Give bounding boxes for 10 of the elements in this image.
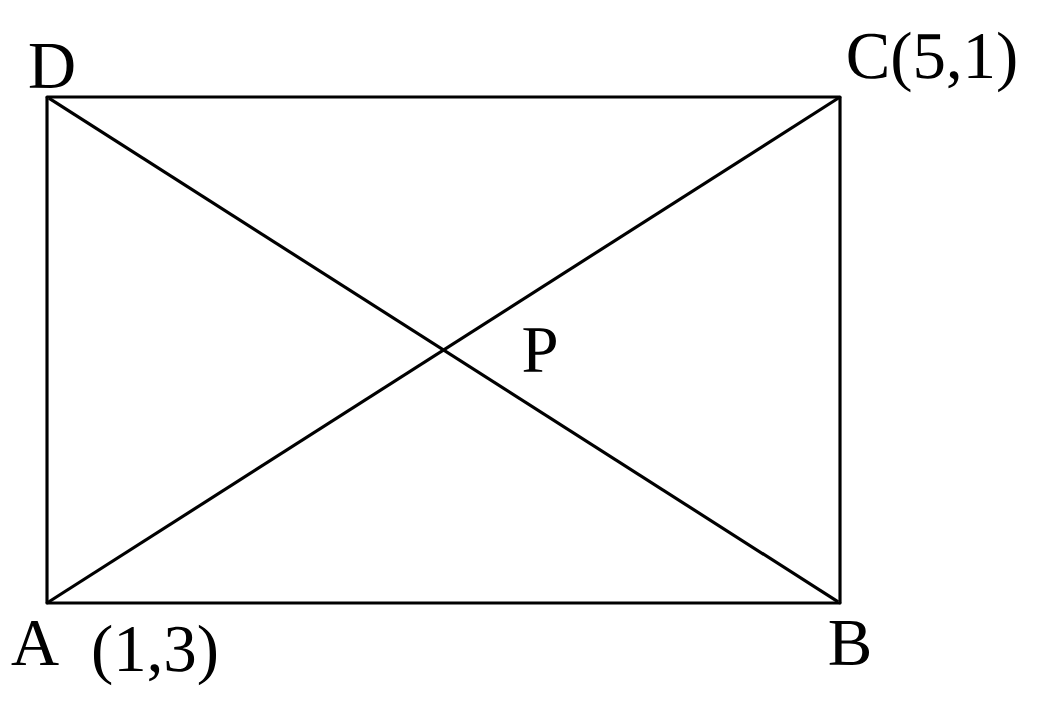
point-label: P: [523, 328, 556, 372]
vertex-label: A: [11, 620, 59, 666]
coordinate-label: (1,3): [93, 624, 216, 686]
vertex-label: D: [29, 44, 74, 88]
line-segment: [47, 95, 840, 99]
vertex-label: C(5,1): [848, 31, 1016, 93]
line-segment: [45, 97, 49, 603]
vertex-label: B: [829, 621, 870, 665]
line-segment: [47, 601, 840, 605]
line-segment: [838, 97, 842, 603]
